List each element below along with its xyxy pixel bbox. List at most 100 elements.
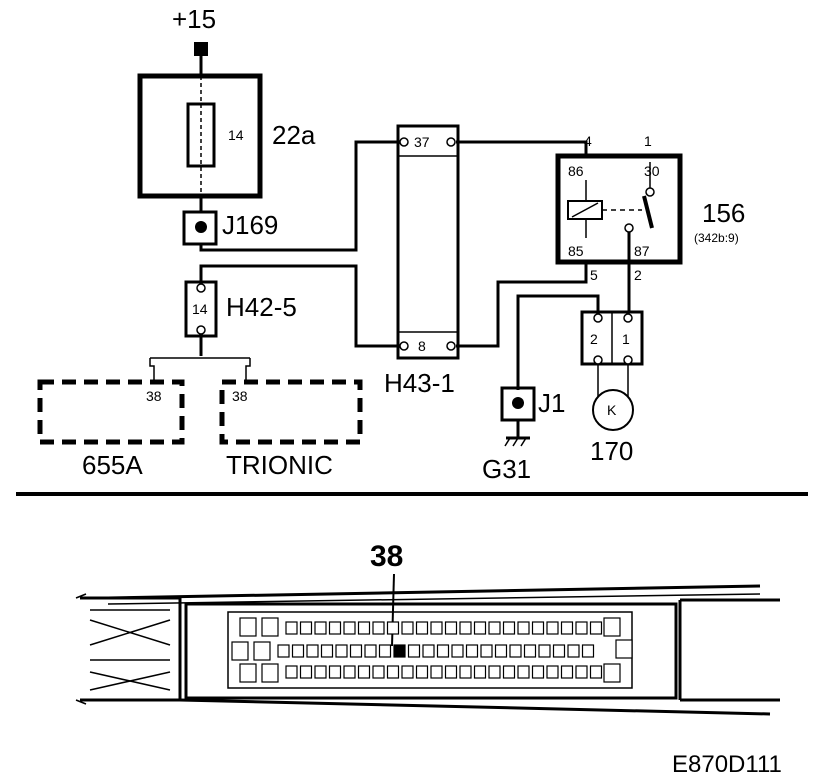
- wire-h42-h43-8: [199, 264, 402, 348]
- diagram-code: E870D111: [672, 751, 782, 778]
- conn-pin1-bottom: [623, 355, 633, 365]
- connector-pin: [357, 621, 371, 635]
- connector-pin: [314, 665, 327, 679]
- h43-pin-bottom-label: 8: [418, 338, 426, 354]
- connector-pin: [581, 644, 595, 658]
- relay-contact-30: [645, 187, 655, 197]
- relay-pin-4: 4: [584, 133, 592, 149]
- relay-pin-85: 85: [568, 243, 584, 259]
- relay-pin-2: 2: [634, 267, 642, 283]
- connector-pin: [415, 621, 429, 635]
- motor-symbol-letter: K: [607, 402, 617, 418]
- connector-pin: [378, 644, 392, 658]
- connector-pin: [239, 663, 257, 683]
- h43-pin8-left: [399, 341, 409, 351]
- relay-pin-86: 86: [568, 163, 584, 179]
- callout-leader: [391, 573, 395, 647]
- connector-pin: [531, 665, 545, 679]
- connector-pin: [285, 665, 298, 679]
- ecu-connector-illustration: [75, 584, 780, 716]
- connector-pin: [335, 644, 348, 658]
- connector-pin: [509, 644, 522, 658]
- connector-pin: [386, 621, 400, 635]
- connector-pin: [560, 665, 574, 679]
- connector-pin: [465, 644, 479, 658]
- connector-pin: [253, 641, 271, 661]
- ecu-trionic-box: [219, 379, 363, 445]
- ground-hatch-2: [512, 437, 519, 447]
- connector-pin: [589, 621, 603, 635]
- ecu-trionic-label: TRIONIC: [226, 450, 333, 480]
- connector-pin: [480, 644, 493, 658]
- connector-pin: [306, 644, 319, 658]
- j1-node: [512, 397, 524, 409]
- motor-label: 170: [590, 436, 633, 466]
- connector-pin: [444, 665, 458, 679]
- conn-pin-right-label: 1: [622, 331, 630, 347]
- connector-pin: [552, 644, 566, 658]
- relay-pin-87: 87: [634, 243, 650, 259]
- fuse-pin: 14: [228, 127, 244, 143]
- connector-pin: [494, 644, 508, 658]
- connector-pin: [473, 665, 487, 679]
- connector-pin: [386, 665, 400, 679]
- connector-pin: [261, 617, 279, 637]
- connector-pin: [401, 621, 414, 635]
- h43-pin37-left: [399, 137, 409, 147]
- connector-pin: [314, 621, 327, 635]
- connector-pin: [320, 644, 334, 658]
- ecu-655a-label: 655A: [82, 450, 143, 480]
- relay-switch-arm: [642, 195, 654, 229]
- wire-branch-trionic: [245, 358, 251, 382]
- connector-pin: [261, 663, 279, 683]
- connector-pin: [531, 621, 545, 635]
- connector-pin: [473, 621, 487, 635]
- connector-pin: [615, 639, 633, 659]
- h43-label: H43-1: [384, 368, 455, 398]
- j1-label: J1: [538, 388, 565, 418]
- h43-pin-top-label: 37: [414, 134, 430, 150]
- connector-pin: [343, 621, 356, 635]
- connector-pin: [430, 621, 443, 635]
- connector-pin: [567, 644, 580, 658]
- connector-pin: [589, 665, 603, 679]
- relay-contact-87: [624, 223, 634, 233]
- connector-pin: [328, 621, 342, 635]
- wire-j1-conn: [516, 294, 600, 390]
- ground-hatch-3: [520, 437, 527, 447]
- connector-pin: [451, 644, 464, 658]
- h43-connector: [396, 124, 460, 360]
- ecu-trionic-pin: 38: [232, 388, 248, 404]
- fuse-label: 22a: [272, 120, 316, 150]
- h42-pin-label: 14: [192, 301, 208, 317]
- h43-pin37-right: [446, 137, 456, 147]
- connector-pin: [517, 621, 530, 635]
- ground-label: G31: [482, 454, 531, 484]
- connector-pin: [231, 641, 249, 661]
- connector-pin: [343, 665, 356, 679]
- connector-pin-38: [393, 644, 406, 658]
- relay-pin-5: 5: [590, 267, 598, 283]
- connector-pin: [502, 621, 516, 635]
- connector-pin: [488, 665, 501, 679]
- relay-coil-diagonal: [571, 202, 599, 218]
- connector-pin: [444, 621, 458, 635]
- connector-pin: [357, 665, 371, 679]
- connector-pin: [328, 665, 342, 679]
- connector-pin: [299, 665, 313, 679]
- relay-pin-1: 1: [644, 133, 652, 149]
- connector-pin: [517, 665, 530, 679]
- connector-pin-grid: [231, 617, 633, 683]
- connector-pin: [364, 644, 377, 658]
- wire-h43-relay85: [456, 262, 588, 348]
- ecu-655a-box: [37, 379, 185, 445]
- connector-pin: [415, 665, 429, 679]
- connector-pin: [372, 621, 385, 635]
- wire-branch-655a: [149, 358, 155, 382]
- connector-pin: [459, 665, 472, 679]
- supply-label: +15: [172, 4, 216, 34]
- relay-label: 156: [702, 198, 745, 228]
- connector-pin: [459, 621, 472, 635]
- connector-pin: [538, 644, 551, 658]
